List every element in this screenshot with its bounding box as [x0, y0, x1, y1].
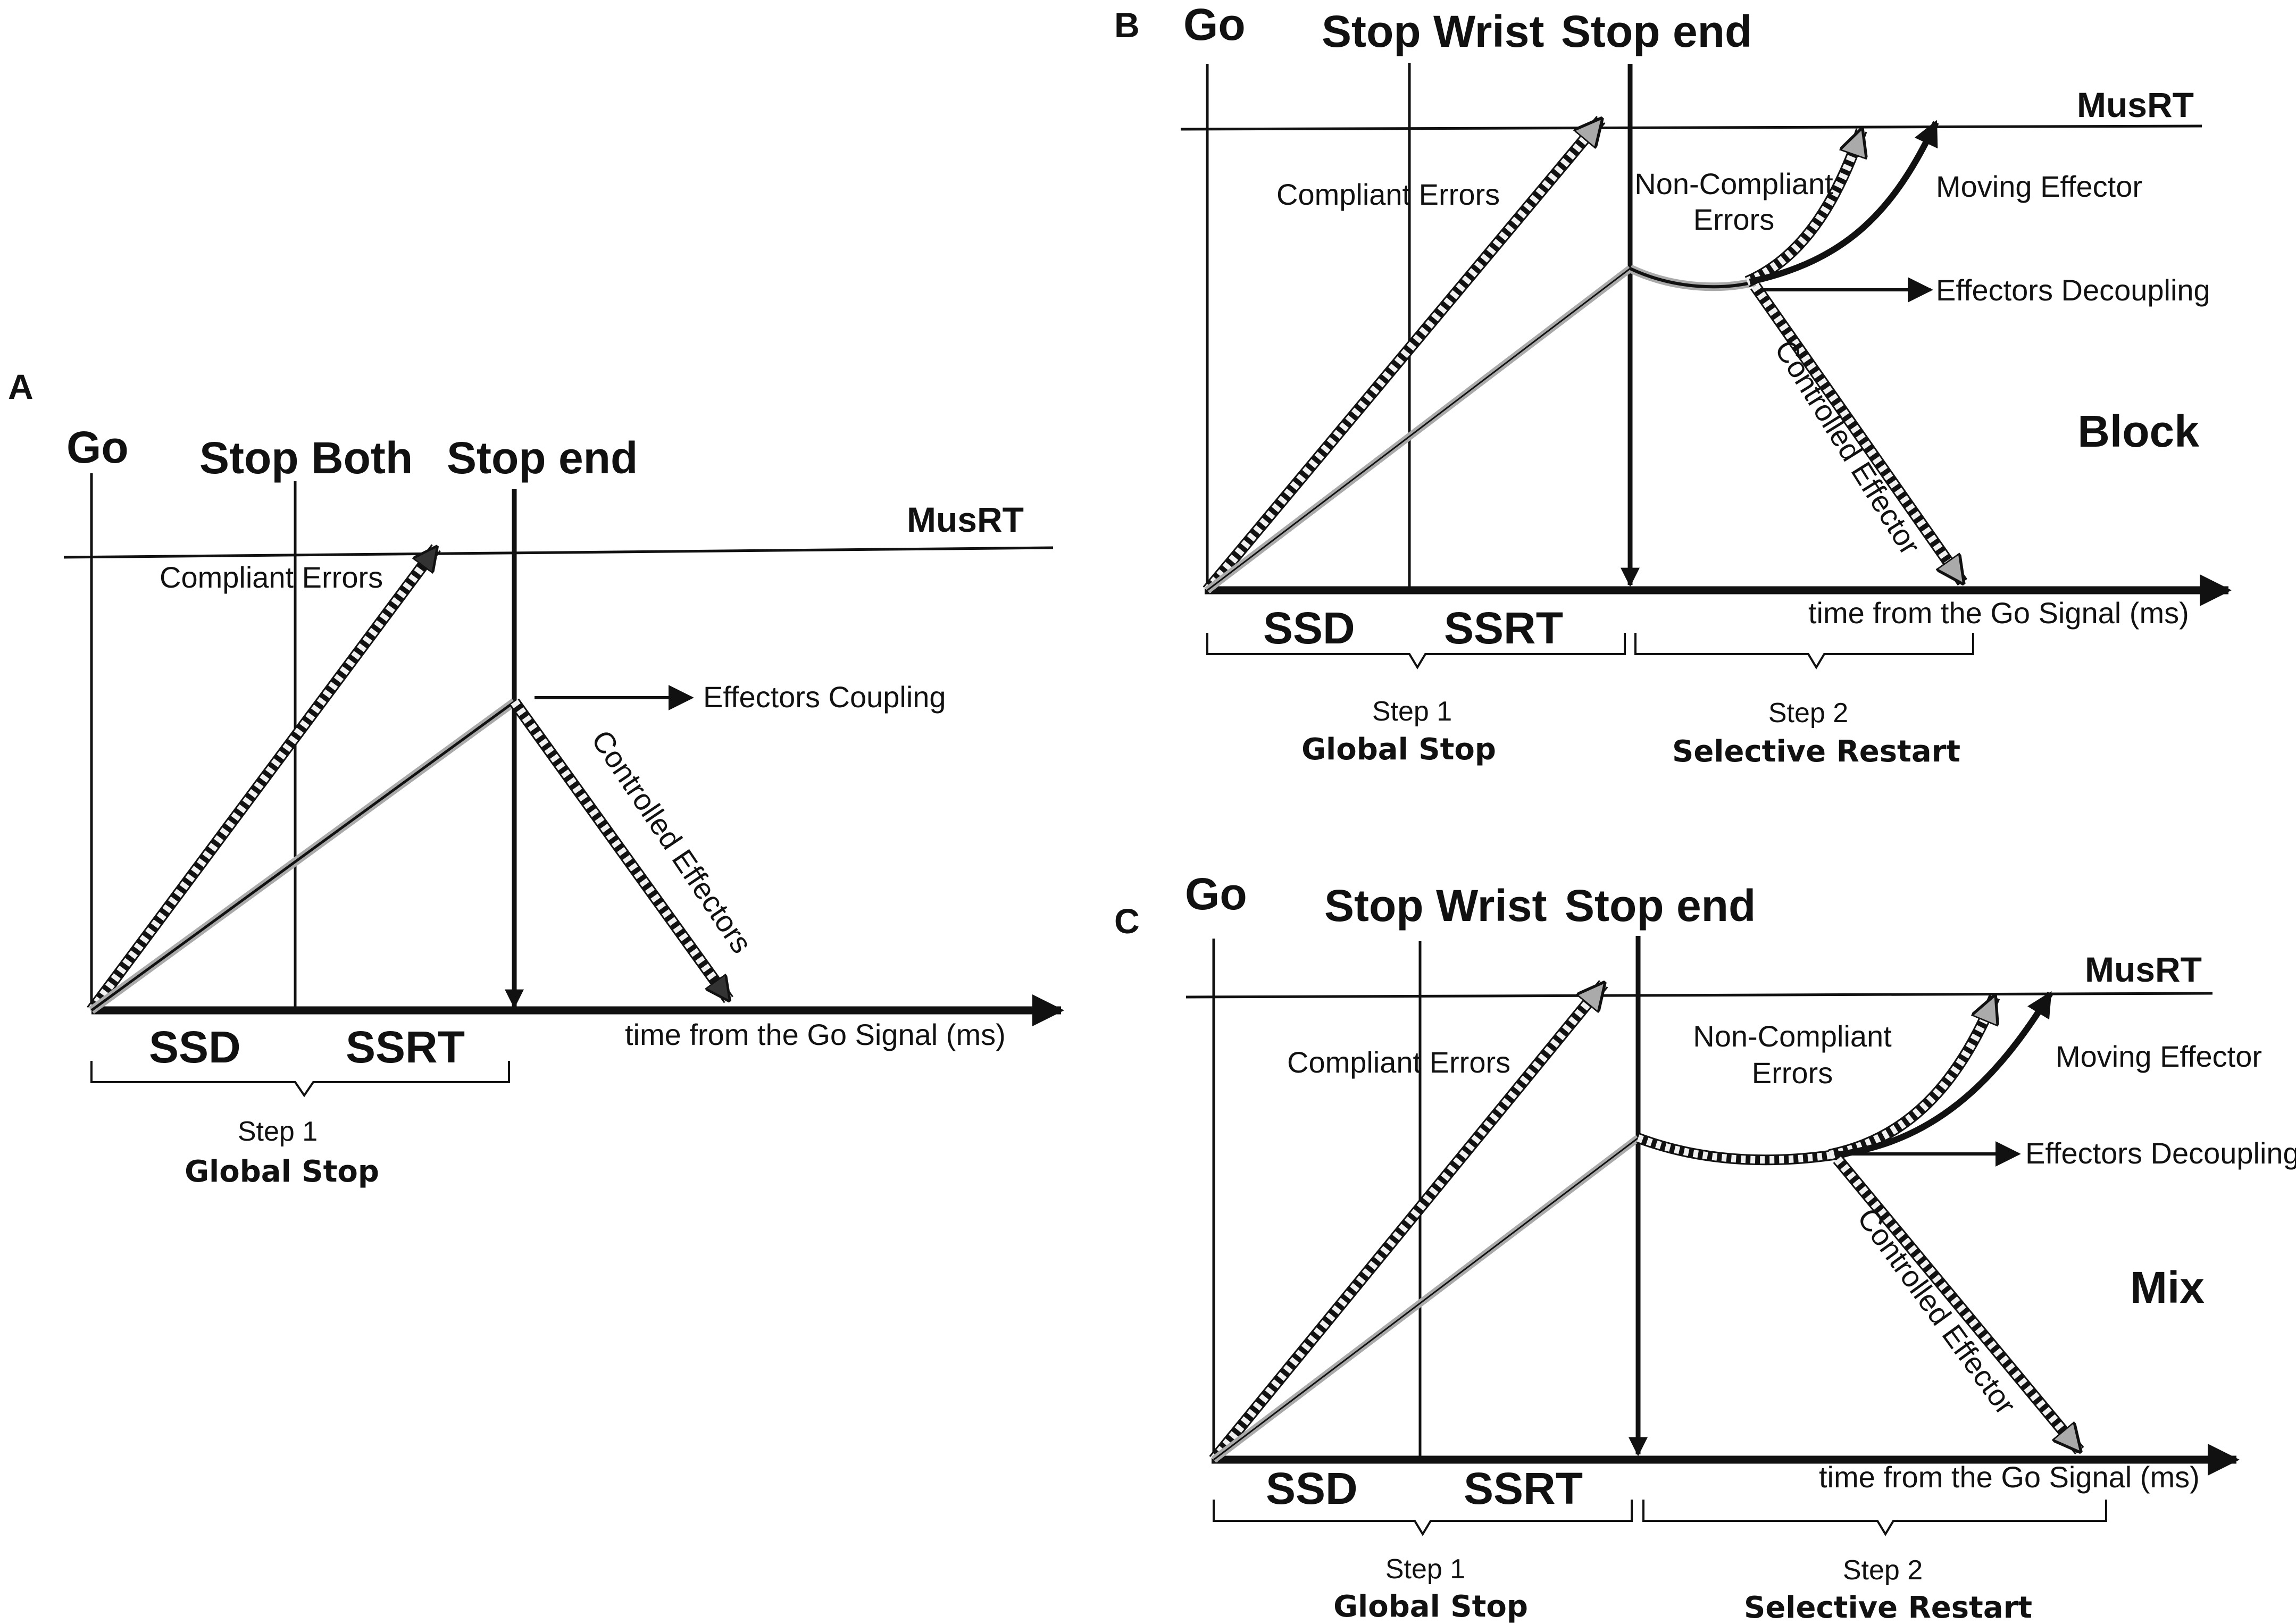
step2-brace [1634, 633, 1974, 669]
panel-c: C Go Stop Wrist Stop end MusRT Comp [1114, 869, 2296, 1624]
musrt-threshold [1180, 124, 2202, 131]
panel-b: B Go Stop Wrist Stop end MusRT Comp [1114, 0, 2232, 769]
go-process-line [90, 700, 515, 1012]
go-label: Go [66, 422, 129, 472]
go-process-line [1207, 267, 1631, 591]
time-axis-label: time from the Go Signal (ms) [1808, 596, 2189, 630]
step1-number: Step 1 [238, 1116, 318, 1147]
non-compliant-errors-label-2: Errors [1693, 203, 1774, 236]
musrt-label: MusRT [2085, 950, 2202, 989]
step1-number: Step 1 [1385, 1554, 1465, 1585]
musrt-label: MusRT [2077, 85, 2194, 124]
moving-effector-label: Moving Effector [1936, 170, 2142, 203]
effectors-coupling-label: Effectors Coupling [703, 680, 946, 714]
step1-name: Global Stop [1333, 1589, 1528, 1624]
stop-end-label: Stop end [447, 433, 638, 483]
musrt-label: MusRT [907, 500, 1024, 539]
controlled-effector-arrow [1751, 283, 1963, 582]
effectors-decoupling-label: Effectors Decoupling [2025, 1136, 2296, 1170]
step1-number: Step 1 [1372, 696, 1452, 727]
stop-signal-label: Stop Both [199, 433, 413, 483]
step2-name: Selective Restart [1672, 734, 1960, 769]
time-axis-label: time from the Go Signal (ms) [625, 1018, 1006, 1051]
ssrt-label: SSRT [1444, 603, 1563, 653]
controlled-effector-outline [1833, 1155, 2084, 1455]
effectors-decoupling-label: Effectors Decoupling [1936, 273, 2210, 307]
time-axis-label: time from the Go Signal (ms) [1819, 1460, 2200, 1494]
moving-effector-arrow [1834, 991, 2053, 1158]
musrt-threshold [63, 546, 1054, 559]
controlled-effector-label: Controlled Effector [1768, 334, 1927, 560]
panel-letter-b: B [1114, 5, 1140, 45]
go-process-line [1213, 1137, 1639, 1461]
step2-number: Step 2 [1843, 1555, 1923, 1586]
compliant-errors-arrow [1210, 984, 1604, 1463]
step2-number: Step 2 [1768, 698, 1848, 729]
compliant-errors-arrow [1204, 120, 1601, 593]
restart-dip [1637, 1134, 1841, 1164]
non-compliant-errors-label-2: Errors [1752, 1056, 1833, 1090]
non-compliant-errors-label-1: Non-Compliant [1634, 167, 1833, 200]
non-compliant-errors-arrow [1829, 997, 1994, 1159]
stop-signal-label: Stop Wrist [1324, 881, 1547, 931]
step1-name: Global Stop [185, 1154, 379, 1189]
non-compliant-errors-label-1: Non-Compliant [1693, 1019, 1892, 1053]
ssd-label: SSD [149, 1022, 241, 1072]
restart-dip [1629, 267, 1756, 289]
stop-end-label: Stop end [1561, 6, 1752, 56]
step1-brace [1206, 633, 1626, 669]
moving-effector-label: Moving Effector [2056, 1040, 2262, 1073]
compliant-errors-label: Compliant Errors [1287, 1045, 1510, 1079]
non-compliant-errors-arrow [1745, 130, 1861, 286]
stop-end-label: Stop end [1565, 881, 1756, 931]
ssd-label: SSD [1263, 603, 1355, 653]
panel-letter-a: A [8, 367, 34, 406]
musrt-threshold [1185, 992, 2213, 999]
stop-signal-label: Stop Wrist [1322, 6, 1544, 56]
step2-brace [1642, 1500, 2107, 1536]
ssd-label: SSD [1266, 1463, 1358, 1513]
step1-name: Global Stop [1301, 732, 1496, 767]
compliant-errors-label: Compliant Errors [1276, 178, 1500, 211]
step1-brace [90, 1061, 510, 1098]
moving-effector-arrow [1749, 120, 1939, 285]
compliant-errors-arrow [88, 548, 440, 1013]
panel-a: A Go Stop Both Stop end MusRT Compliant … [8, 367, 1064, 1189]
step2-name: Selective Restart [1744, 1590, 2032, 1624]
go-label: Go [1183, 0, 1246, 49]
ssrt-label: SSRT [1464, 1463, 1583, 1513]
controlled-effector-label: Controlled Effector [1851, 1202, 2023, 1420]
ssrt-label: SSRT [346, 1022, 465, 1072]
step1-brace [1213, 1500, 1633, 1536]
panel-letter-c: C [1114, 901, 1140, 941]
condition-label-mix: Mix [2130, 1262, 2205, 1312]
go-label: Go [1185, 869, 1247, 919]
condition-label-block: Block [2077, 406, 2199, 456]
controlled-effectors-arrow [511, 699, 732, 1000]
compliant-errors-label: Compliant Errors [160, 560, 383, 594]
